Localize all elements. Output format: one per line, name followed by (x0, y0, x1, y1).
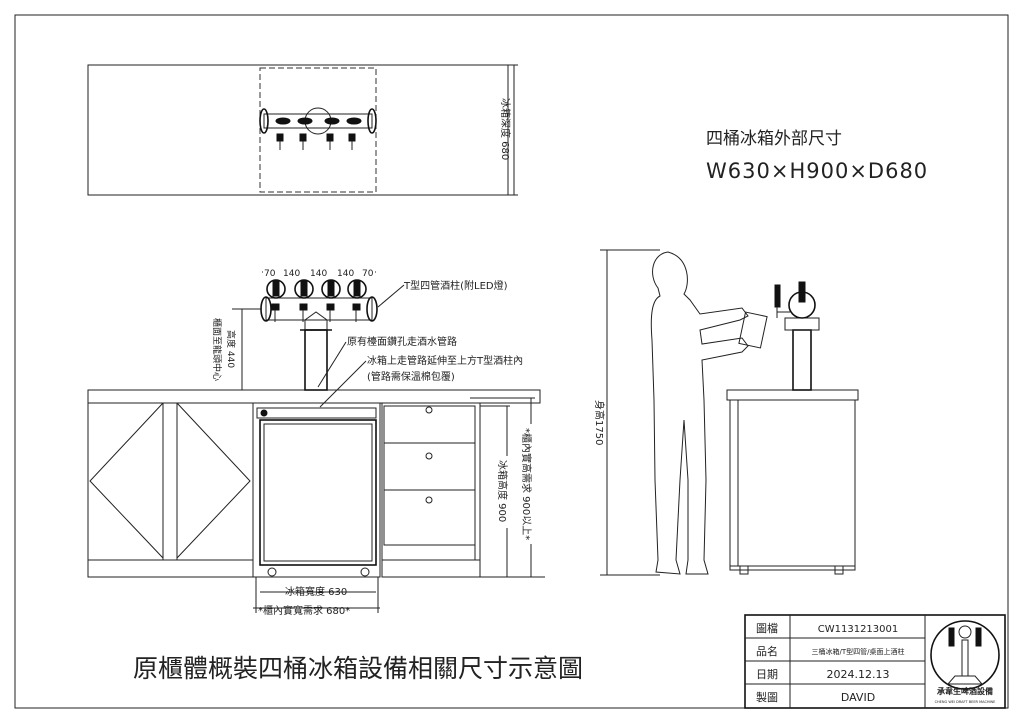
tap-spacing-dimensions: 70 140 140 140 70 (263, 266, 375, 279)
tap-spacing: 70 (264, 269, 276, 279)
cabinet-height-label: *櫃內實高需求 900以上* (520, 428, 533, 540)
row-label: 品名 (756, 644, 778, 658)
product-name: 三桶冰箱/T型四管/桌面上酒柱 (812, 647, 905, 656)
company-logo: 承韋生啤酒設備 CHENG WEI DRAFT BEER MACHINE (930, 620, 1000, 704)
drawer-cabinet (381, 402, 481, 578)
side-cabinet (729, 399, 856, 571)
logo-subtext: CHENG WEI DRAFT BEER MACHINE (935, 700, 996, 704)
drawing-title: 原櫃體概裝四桶冰箱設備相關尺寸示意圖 (133, 654, 583, 683)
tap-height-label: 櫃面至龍頭中心 (211, 318, 223, 381)
tap-spacing: 140 (310, 269, 327, 279)
note-drill: 原有檯面鑽孔走酒水管路 (347, 335, 457, 348)
spec-title: 四桶冰箱外部尺寸 (706, 129, 842, 149)
note-pipe: 冰箱上走管路延伸至上方T型酒柱內 (367, 354, 523, 367)
glass-icon (738, 311, 768, 349)
row-label: 日期 (756, 668, 778, 681)
t-tower-front-icon (260, 279, 378, 391)
fridge-height-label: 冰箱高度 900 (496, 460, 509, 522)
date-value: 2024.12.13 (827, 668, 890, 681)
row-label: 圖檔 (756, 621, 778, 635)
file-number: CW1131213001 (818, 624, 899, 635)
side-view: 身高1750 (593, 249, 859, 576)
note-pipe-insulation: (管路需保溫棉包覆) (367, 370, 455, 383)
tap-tower-top-icon (259, 107, 377, 150)
fridge (252, 402, 381, 578)
title-block: 圖檔 CW1131213001 品名 三桶冰箱/T型四管/桌面上酒柱 日期 20… (744, 614, 1006, 709)
person-height-label: 身高1750 (593, 400, 606, 445)
logo-text: 承韋生啤酒設備 (937, 686, 993, 696)
tap-spacing: 70 (362, 269, 374, 279)
person-silhouette-icon (650, 251, 749, 575)
left-cabinet (87, 402, 254, 578)
tap-spacing: 140 (283, 269, 300, 279)
row-label: 製圖 (756, 690, 778, 704)
tap-height-value: 高度 440 (225, 330, 237, 368)
sheet-border (14, 14, 1009, 709)
countertop (87, 389, 541, 404)
spec-dimensions: W630×H900×D680 (706, 159, 928, 183)
drafter-value: DAVID (841, 691, 875, 704)
cabinet-width-label: *櫃內實寬需求 680* (258, 604, 350, 617)
tower-side-icon (774, 281, 820, 391)
top-view: 冰箱深度 680 (87, 64, 518, 196)
tower-label: T型四管酒柱(附LED燈) (403, 279, 508, 292)
fridge-width-label: 冰箱寬度 630 (285, 585, 347, 598)
depth-label: 冰箱深度 680 (499, 98, 512, 160)
front-view: 70 140 140 140 70 T型四管酒柱(附LED燈) 櫃面至龍頭中心 … (87, 266, 545, 617)
tap-spacing: 140 (337, 269, 354, 279)
